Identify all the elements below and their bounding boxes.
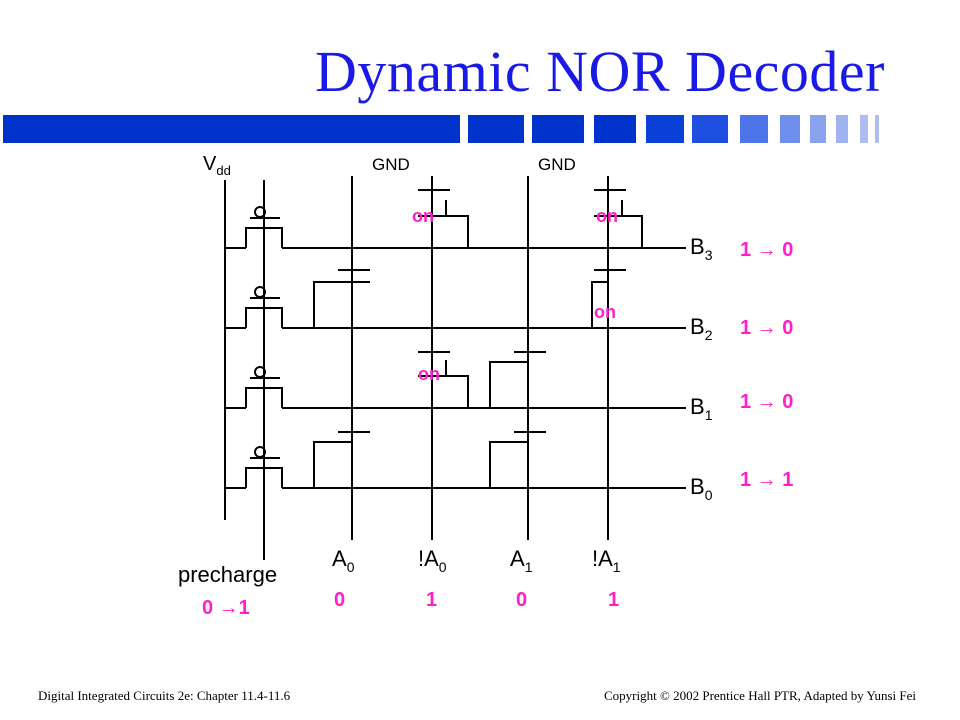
title-decoration-bar <box>3 115 879 143</box>
bar-segment <box>532 115 584 143</box>
bar-segment <box>692 115 728 143</box>
input-value-na1: 1 <box>608 589 619 611</box>
input-label-a1: A1 <box>510 546 533 575</box>
input-label-a0: A0 <box>332 546 355 575</box>
nmos-transistor <box>418 351 469 408</box>
precharge-label: precharge <box>178 562 277 587</box>
bar-segment <box>810 115 826 143</box>
output-label-b3: B3 <box>690 234 713 263</box>
footer-copyright: Copyright © 2002 Prentice Hall PTR, Adap… <box>604 688 916 703</box>
on-label: on <box>594 302 616 322</box>
bar-segment <box>860 115 868 143</box>
input-value-a1: 0 <box>516 589 527 611</box>
input-value-na0: 1 <box>426 589 437 611</box>
output-label-b2: B2 <box>690 314 713 343</box>
nmos-transistor <box>489 351 546 408</box>
footer-course-label: Digital Integrated Circuits 2e: Chapter … <box>38 688 291 703</box>
pmos-transistor <box>225 366 283 409</box>
bar-segment <box>836 115 848 143</box>
bar-segment <box>875 115 879 143</box>
output-transition-b3: 1 → 0 <box>740 239 793 261</box>
output-transition-b0: 1 → 1 <box>740 469 793 491</box>
nmos-transistor <box>591 269 626 328</box>
output-transition-b1: 1 → 0 <box>740 391 793 413</box>
gnd-label-left: GND <box>372 155 410 174</box>
nmos-transistor <box>418 189 469 248</box>
bar-segment <box>646 115 684 143</box>
precharge-transition: 0 →1 <box>202 597 250 619</box>
nmos-transistor <box>489 431 546 488</box>
pmos-transistor <box>225 206 283 249</box>
nmos-transistor <box>594 189 643 248</box>
output-label-b0: B0 <box>690 474 713 503</box>
bar-segment <box>780 115 800 143</box>
input-value-a0: 0 <box>334 589 345 611</box>
bar-long-segment <box>3 115 460 143</box>
output-label-b1: B1 <box>690 394 713 423</box>
pmos-transistor <box>225 286 283 329</box>
input-label-na1: !A1 <box>592 546 621 575</box>
output-transition-b2: 1 → 0 <box>740 317 793 339</box>
bar-segment <box>594 115 636 143</box>
gnd-label-right: GND <box>538 155 576 174</box>
vdd-label: Vdd <box>203 153 231 178</box>
on-label: on <box>596 206 618 226</box>
pmos-transistor <box>225 446 283 489</box>
nmos-transistor <box>313 431 370 488</box>
on-label: on <box>412 206 434 226</box>
bar-segment <box>740 115 768 143</box>
input-label-na0: !A0 <box>418 546 447 575</box>
slide-title: Dynamic NOR Decoder <box>315 39 885 104</box>
on-label: on <box>418 364 440 384</box>
nmos-transistor <box>313 269 370 328</box>
bar-segment <box>468 115 524 143</box>
